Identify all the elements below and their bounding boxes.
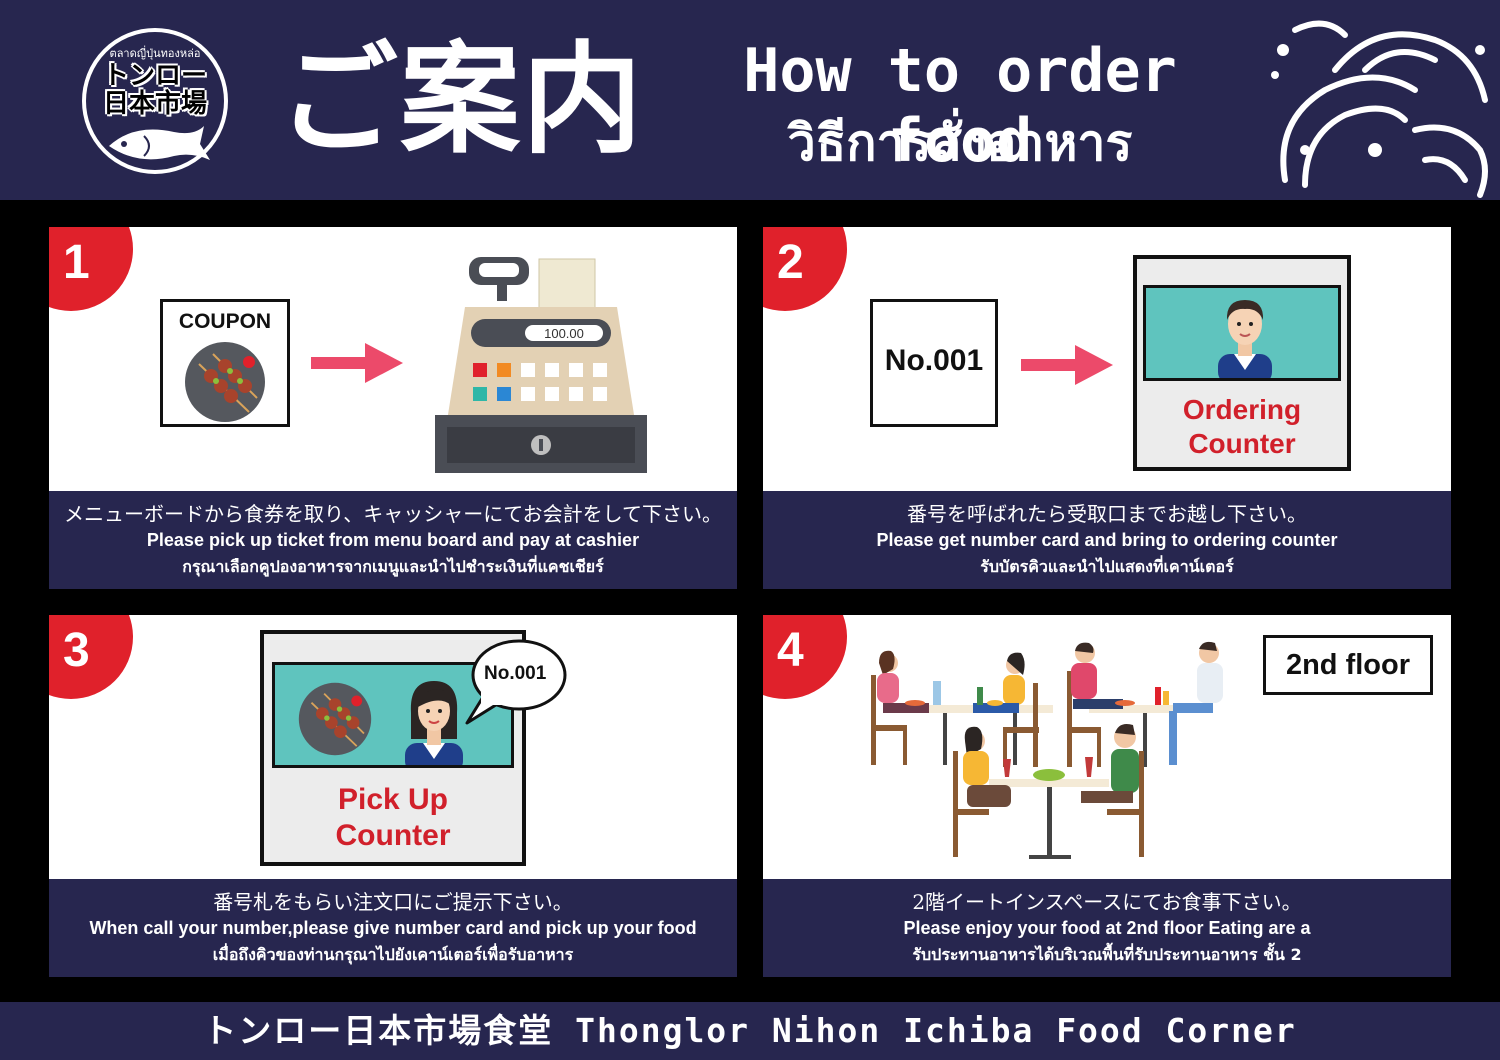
step-1-panel: 1 COUPON 100.00: [49, 227, 737, 589]
logo-main-text: トンロー 日本市場: [86, 62, 224, 118]
speech-bubble-icon: [465, 639, 567, 725]
counter-line-2: Counter: [1188, 428, 1296, 459]
step-3-badge: 3: [49, 615, 133, 699]
counter-line-2: Counter: [335, 819, 451, 852]
step-2-panel: 2 No.001 Ordering Counter 番号を呼ばれたら受取口までお…: [763, 227, 1451, 589]
cash-register-icon: 100.00: [435, 257, 647, 473]
arrow-right-icon: [311, 343, 403, 383]
restaurant-logo: ตลาดญี่ปุ่นทองหล่อ トンロー 日本市場: [82, 28, 228, 174]
caption-english: When call your number,please give number…: [89, 918, 697, 938]
step-4-badge: 4: [763, 615, 847, 699]
caption-japanese: 番号札をもらい注文口にご提示下さい。: [213, 890, 573, 914]
coupon-card: COUPON: [160, 299, 290, 427]
step-number: 1: [63, 236, 90, 289]
counter-window: [1143, 285, 1341, 381]
caption-japanese: メニューボードから食券を取り、キャッシャーにてお会計をして下さい。: [64, 502, 722, 526]
fish-icon: [109, 126, 210, 160]
step-1-badge: 1: [49, 227, 133, 311]
step-3-caption: 番号札をもらい注文口にご提示下さい。 When call your number…: [49, 879, 737, 977]
ordering-counter: Ordering Counter: [1133, 255, 1351, 471]
logo-main-line1: トンロー: [102, 61, 207, 91]
arrow-right-icon: [1021, 345, 1113, 385]
caption-english: Please enjoy your food at 2nd floor Eati…: [903, 918, 1311, 938]
yakitori-plate-icon: [185, 342, 265, 422]
wave-decoration-icon: [1271, 20, 1488, 198]
step-number: 4: [777, 624, 804, 677]
bubble-label: No.001: [484, 663, 547, 684]
logo-top-text: ตลาดญี่ปุ่นทองหล่อ: [109, 47, 201, 60]
counter-label: Ordering Counter: [1137, 393, 1347, 461]
step-4-panel: 4 2nd floor: [763, 615, 1451, 977]
coupon-label: COUPON: [178, 310, 272, 333]
caption-thai: รับบัตรคิวและนำไปแสดงที่เคาน์เตอร์: [980, 557, 1234, 576]
step-number: 3: [63, 624, 90, 677]
caption-english: Please get number card and bring to orde…: [876, 530, 1338, 550]
step-number: 2: [777, 236, 804, 289]
caption-japanese: 2階イートインスペースにてお食事下さい。: [912, 890, 1302, 914]
header-banner: ตลาดญี่ปุ่นทองหล่อ トンロー 日本市場 ご案内 How to …: [0, 0, 1500, 200]
counter-label: Pick Up Counter: [264, 782, 522, 854]
floor-sign: 2nd floor: [1263, 635, 1433, 695]
caption-thai: เมื่อถึงคิวของท่านกรุณาไปยังเคาน์เตอร์เพ…: [212, 945, 574, 964]
title-thai: วิธีการสั่งอาหาร: [787, 114, 1133, 172]
caption-thai: กรุณาเลือกคูปองอาหารจากเมนูและนำไปชำระเง…: [182, 557, 604, 576]
dining-people-icon: [871, 641, 1223, 859]
footer-banner: トンロー日本市場食堂 Thonglor Nihon Ichiba Food Co…: [0, 1002, 1500, 1060]
counter-line-1: Pick Up: [337, 783, 449, 816]
caption-japanese: 番号を呼ばれたら受取口までお越し下さい。: [907, 502, 1307, 526]
footer-text: トンロー日本市場食堂 Thonglor Nihon Ichiba Food Co…: [203, 1011, 1297, 1050]
step-2-badge: 2: [763, 227, 847, 311]
counter-line-1: Ordering: [1182, 394, 1302, 425]
step-2-caption: 番号を呼ばれたら受取口までお越し下さい。 Please get number c…: [763, 491, 1451, 589]
register-display: 100.00: [544, 326, 584, 341]
logo-main-line2: 日本市場: [102, 89, 207, 119]
step-3-panel: 3 Pick Up Cou: [49, 615, 737, 977]
caption-english: Please pick up ticket from menu board an…: [146, 530, 640, 550]
step-1-caption: メニューボードから食券を取り、キャッシャーにてお会計をして下さい。 Please…: [49, 491, 737, 589]
staff-man-icon: [1218, 300, 1272, 378]
staff-woman-icon: [405, 681, 463, 765]
title-japanese: ご案内: [278, 29, 644, 170]
step-4-caption: 2階イートインスペースにてお食事下さい。 Please enjoy your f…: [763, 879, 1451, 977]
yakitori-plate-icon: [298, 682, 372, 756]
caption-thai: รับประทานอาหารได้บริเวณพื้นที่รับประทานอ…: [912, 945, 1302, 964]
number-card: No.001: [870, 299, 998, 427]
number-card-label: No.001: [884, 344, 984, 377]
title-english: How to order food: [743, 36, 1177, 176]
